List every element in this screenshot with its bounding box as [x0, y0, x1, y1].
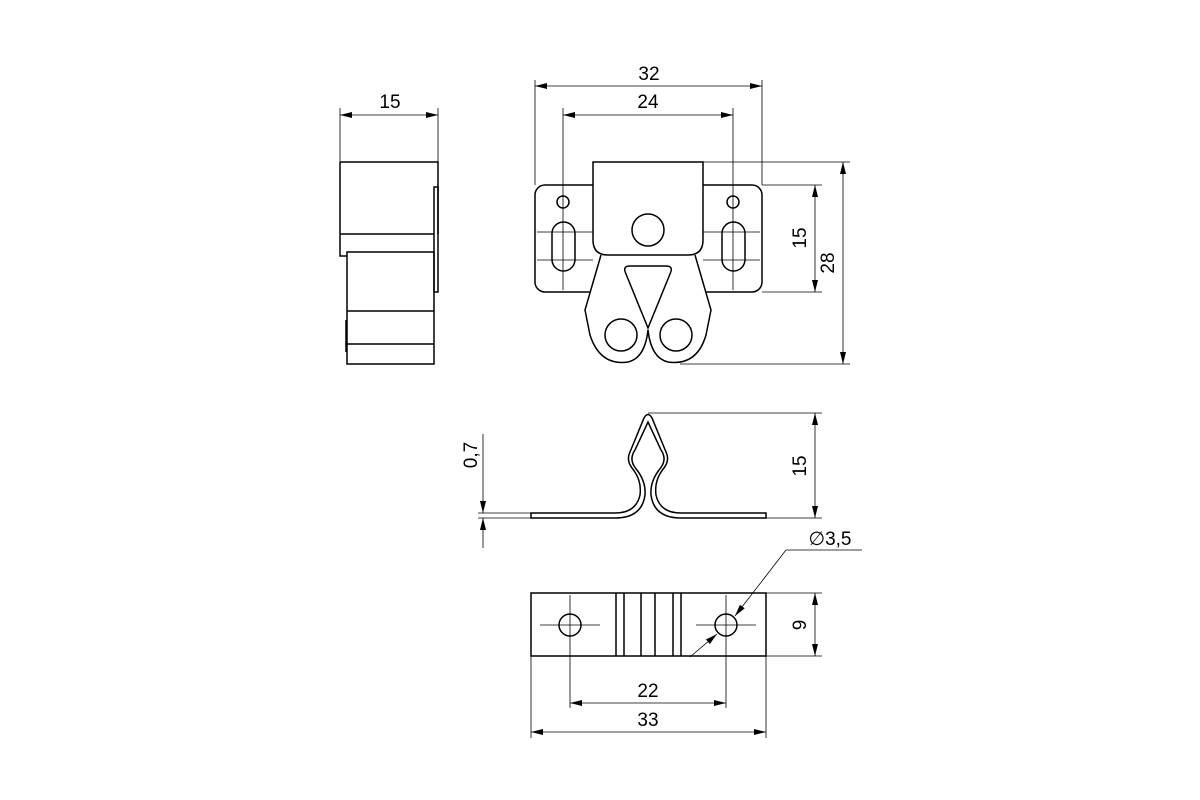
spring-outline — [530, 413, 767, 519]
diameter-leader — [689, 633, 718, 658]
dimension-thickness-label: 0,7 — [461, 442, 482, 468]
roller-left — [604, 318, 638, 352]
diameter-leader — [734, 549, 862, 617]
triangle-opening — [623, 265, 673, 330]
dimension-overall-height-label: 28 — [818, 252, 839, 273]
roller-right — [659, 318, 693, 352]
dimension-spring-height-label: 15 — [790, 455, 811, 476]
roller-lever — [584, 254, 712, 364]
dimension-overall-width-label: 32 — [638, 64, 659, 85]
dimension-hole-spacing-label: 22 — [637, 681, 658, 702]
dimension-overall-length-label: 33 — [637, 710, 658, 731]
dimension-plate-height-label: 15 — [790, 227, 811, 248]
dimension-height-label: 9 — [790, 620, 811, 631]
side-bottom-block — [346, 251, 435, 365]
slot-right — [721, 221, 746, 272]
front-view: 32 24 15 28 — [534, 64, 850, 365]
dimension-width-label: 15 — [379, 92, 400, 113]
side-view: 15 — [339, 92, 439, 365]
bottom-body — [530, 592, 767, 657]
housing-block — [592, 161, 704, 256]
center-hole — [631, 213, 665, 247]
dimension-diameter-label: ∅3,5 — [809, 529, 852, 550]
side-top-block — [339, 161, 439, 257]
side-plate — [433, 186, 439, 293]
bottom-view: 22 33 9 ∅3,5 — [530, 529, 862, 738]
slot-left — [551, 221, 576, 272]
spring-profile: 0,7 15 — [461, 412, 822, 548]
dimension-hole-spacing-label: 24 — [637, 92, 659, 113]
